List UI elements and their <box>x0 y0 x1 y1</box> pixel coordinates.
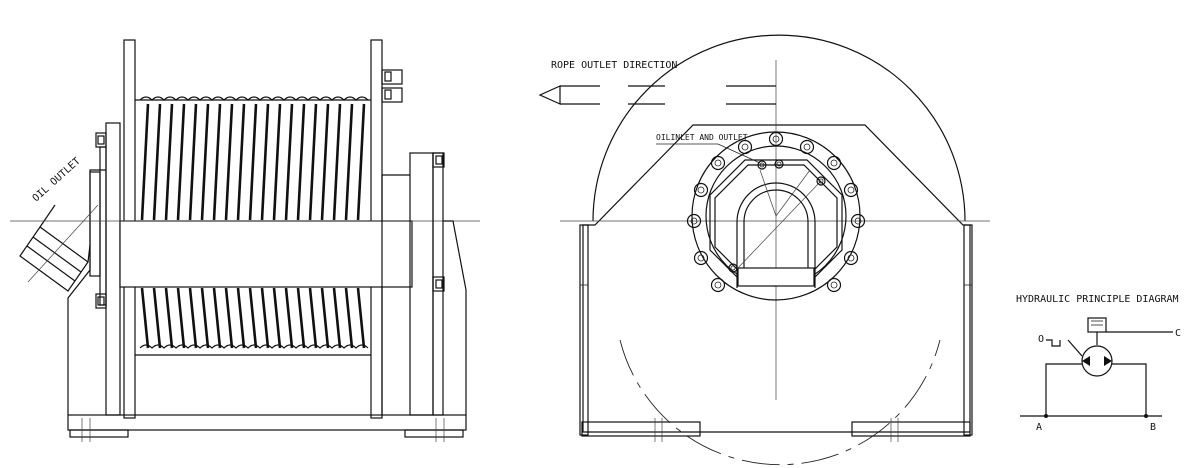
front-view: OILINLET AND OUTLET ROPE OUTLET DIRECTIO… <box>538 34 990 466</box>
port-o-label: O <box>1038 334 1044 345</box>
rope-wraps-top <box>140 103 366 221</box>
oil-outlet-label: OIL OUTLET <box>31 156 83 204</box>
oil-inlet-outlet-label: OILINLET AND OUTLET <box>656 133 748 142</box>
port-a-label: A <box>1036 422 1042 433</box>
oil-outlet-fitting <box>19 204 99 292</box>
side-view: OIL OUTLET <box>10 39 480 442</box>
port-b-label: B <box>1150 422 1156 433</box>
bolt-circle <box>686 131 866 293</box>
port-c-label: C <box>1175 328 1181 339</box>
hydraulic-diagram-title: HYDRAULIC PRINCIPLE DIAGRAM <box>1016 294 1179 305</box>
rope-outlet-arrow <box>538 85 776 105</box>
rope-wraps-bottom <box>140 287 366 349</box>
rope-outlet-direction-label: ROPE OUTLET DIRECTION <box>551 60 677 71</box>
hydraulic-principle-diagram: HYDRAULIC PRINCIPLE DIAGRAM C O A B <box>1016 294 1181 433</box>
